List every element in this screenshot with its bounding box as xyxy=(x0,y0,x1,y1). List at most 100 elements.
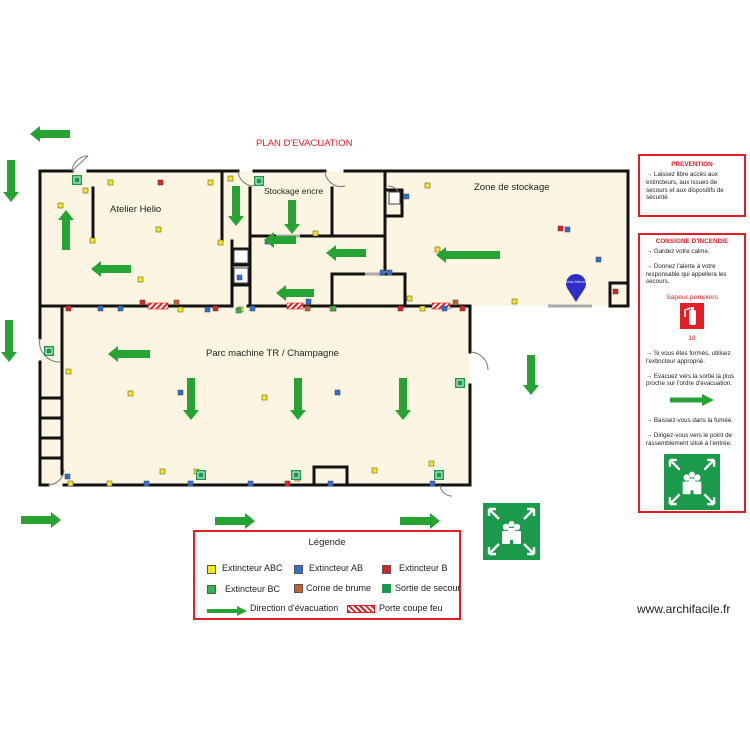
ext-ab-marker xyxy=(386,269,393,276)
prevention-text: → Laissez libre accès aux extincteurs, a… xyxy=(646,171,724,202)
arrow-icon xyxy=(183,378,199,420)
ext-b-marker xyxy=(284,480,291,487)
arrow-icon xyxy=(284,200,300,234)
ext-ab-marker xyxy=(379,269,386,276)
location-pin-icon: Vous êtes ici xyxy=(566,274,586,302)
arrow-icon xyxy=(228,186,244,226)
legend-porte: Porte coupe feu xyxy=(379,603,443,613)
ext-abc-swatch xyxy=(207,565,216,574)
fire-instructions-title: CONSIGNE D'INCENDIE xyxy=(655,238,729,245)
instruction-item: → Dirigez-vous vers le point de rassembl… xyxy=(646,431,732,447)
ext-abc-marker xyxy=(207,179,214,186)
ext-abc-marker xyxy=(89,237,96,244)
ext-ab-marker xyxy=(236,274,243,281)
ext-b-marker xyxy=(557,225,564,232)
ext-abc-marker xyxy=(177,306,184,313)
walls xyxy=(38,169,630,487)
assembly-point-icon xyxy=(646,454,738,515)
fire-extinguisher-icon xyxy=(646,303,738,334)
fire-door-icon xyxy=(147,302,169,310)
fog-horn-icon xyxy=(173,299,180,306)
ext-ab-marker xyxy=(334,389,341,396)
ext-ab-marker xyxy=(441,305,448,312)
credit: www.archifacile.fr xyxy=(637,602,731,616)
arrow-icon xyxy=(3,160,19,202)
ext-abc-marker xyxy=(107,179,114,186)
ext-bc-swatch xyxy=(207,585,216,594)
ext-ab-marker xyxy=(429,480,436,487)
fog-horn-icon xyxy=(294,584,303,593)
ext-ab-marker xyxy=(595,256,602,263)
ext-abc-marker xyxy=(217,239,224,246)
legend-direction: Direction d'évacuation xyxy=(250,603,339,613)
arrow-icon xyxy=(276,285,314,301)
ext-abc-marker xyxy=(82,187,89,194)
firefighters-label: Sapeur pompiers xyxy=(666,294,718,301)
ext-ab-marker xyxy=(564,226,571,233)
ext-abc-marker xyxy=(419,305,426,312)
ext-ab-marker xyxy=(247,480,254,487)
fog-horn-icon xyxy=(452,299,459,306)
emergency-exit-icon xyxy=(455,378,465,388)
ext-abc-marker xyxy=(155,226,162,233)
ext-b-marker xyxy=(157,179,164,186)
evacuation-arrows xyxy=(1,126,539,529)
svg-text:Vous êtes ici: Vous êtes ici xyxy=(566,280,586,284)
ext-b-marker xyxy=(397,305,404,312)
arrow-icon xyxy=(91,261,131,277)
arrow-icon xyxy=(108,346,150,362)
fire-door-icon xyxy=(431,302,451,310)
room-label-stockage-encre: Stockage encre xyxy=(264,186,323,196)
emergency-exit-icon xyxy=(72,175,82,185)
ext-b-marker xyxy=(459,305,466,312)
ext-abc-marker xyxy=(106,480,113,487)
arrow-icon xyxy=(264,232,296,248)
ext-abc-marker xyxy=(434,246,441,253)
ext-ab-marker xyxy=(403,193,410,200)
ext-b-swatch xyxy=(382,565,391,574)
ext-b-marker xyxy=(212,305,219,312)
legend-sortie: Sortie de secour xyxy=(395,583,461,593)
plan-title: PLAN D'EVACUATION xyxy=(256,138,353,149)
ext-abc-marker xyxy=(424,182,431,189)
ext-abc-marker xyxy=(406,295,413,302)
ext-abc-marker xyxy=(227,175,234,182)
ext-abc-marker xyxy=(312,230,319,237)
prevention-panel: PREVENTION → Laissez libre accès aux ext… xyxy=(638,154,746,217)
ext-abc-marker xyxy=(127,390,134,397)
prevention-title: PREVENTION xyxy=(671,161,713,168)
emergency-exit-icon xyxy=(434,470,444,480)
emergency-exit-icon xyxy=(44,346,54,356)
legend-title: Légende xyxy=(308,537,346,548)
arrow-icon xyxy=(290,378,306,420)
ext-b-marker xyxy=(65,305,72,312)
ext-ab-marker xyxy=(204,306,211,313)
ext-ab-marker xyxy=(177,389,184,396)
ext-ab-marker xyxy=(249,305,256,312)
emergency-exit-icon xyxy=(382,584,391,593)
room-labels: Atelier Helio Stockage encre Zone de sto… xyxy=(110,182,550,359)
ext-abc-marker xyxy=(65,368,72,375)
ext-ab-marker xyxy=(143,480,150,487)
fire-door-icon xyxy=(347,605,375,613)
arrow-icon xyxy=(326,245,366,261)
instruction-item: → Si vous êtes formés, utilisez l'extinc… xyxy=(646,350,731,365)
instruction-item: → Gardez votre calme. xyxy=(646,248,710,255)
legend-corne: Corne de brume xyxy=(306,583,372,593)
arrow-icon xyxy=(207,603,247,621)
fire-instructions-panel: CONSIGNE D'INCENDIE → Gardez votre calme… xyxy=(638,233,746,513)
floor xyxy=(40,171,628,485)
ext-bc-marker xyxy=(330,305,337,312)
ext-ab-marker xyxy=(97,305,104,312)
ext-abc-marker xyxy=(67,480,74,487)
ext-b-marker xyxy=(612,288,619,295)
arrow-icon xyxy=(215,513,255,529)
arrow-icon xyxy=(436,247,500,263)
fog-horn-icon xyxy=(304,305,311,312)
ext-bc-marker xyxy=(235,307,242,314)
equipment-markers xyxy=(44,175,619,487)
instruction-item: → Donnez l'alerte à votre responsable qu… xyxy=(646,262,727,286)
ext-ab-marker xyxy=(64,473,71,480)
ext-ab-marker xyxy=(305,298,312,305)
